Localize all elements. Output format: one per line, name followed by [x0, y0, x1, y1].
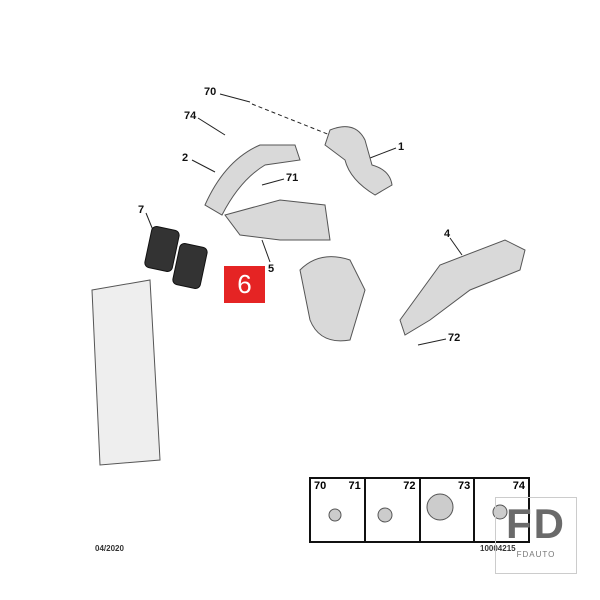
highlight-part-6[interactable]: 6 [224, 266, 265, 303]
cell-label: 71 [348, 480, 361, 492]
pipe-4 [399, 239, 526, 336]
part-1 [324, 126, 393, 196]
watermark-text: FDAUTO [516, 550, 556, 559]
intercooler [91, 279, 161, 466]
callout-70: 70 [204, 86, 217, 98]
callout-71: 71 [286, 172, 299, 184]
table-cell: 72 [366, 479, 421, 541]
callout-72: 72 [448, 332, 461, 344]
cell-label: 70 [314, 480, 327, 492]
pipe-5 [224, 199, 331, 241]
callout-5: 5 [268, 263, 275, 275]
table-cell: 70 71 [311, 479, 366, 541]
hose-6 [172, 242, 208, 290]
callout-2: 2 [182, 152, 189, 164]
table-cell: 73 [421, 479, 476, 541]
footer-ref: 10004215 [480, 544, 516, 553]
cell-label: 73 [458, 480, 471, 492]
cell-label: 74 [512, 480, 525, 492]
footer-date: 04/2020 [95, 544, 124, 553]
callout-4: 4 [444, 228, 451, 240]
cell-label: 72 [403, 480, 416, 492]
table-cell: 74 [475, 479, 528, 541]
hose-7 [144, 225, 180, 273]
watermark-mark: FD [506, 500, 566, 547]
fastener-table: 70 71 72 73 74 [309, 477, 530, 543]
watermark-logo: FD FDAUTO [495, 497, 577, 574]
turbo [299, 256, 366, 342]
callout-1: 1 [398, 141, 405, 153]
pipe-2 [204, 144, 301, 216]
callout-7: 7 [138, 204, 145, 216]
callout-74: 74 [184, 110, 197, 122]
